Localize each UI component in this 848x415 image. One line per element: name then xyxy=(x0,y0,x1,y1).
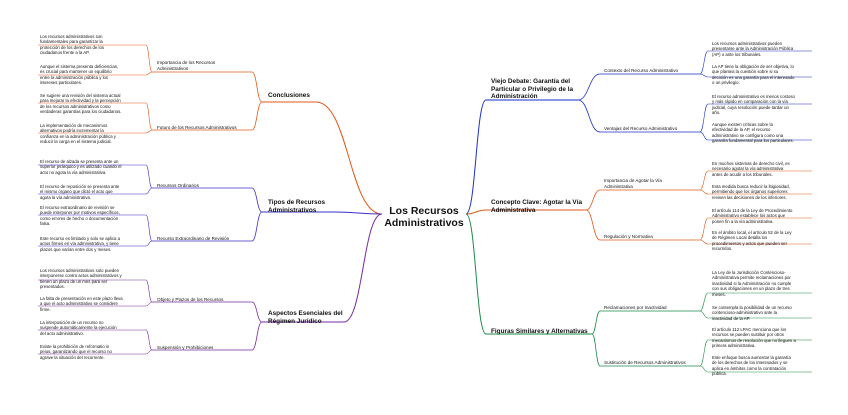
branch-viejo-debate[interactable]: Viejo Debate: Garantía del Particular o … xyxy=(491,78,574,101)
sub-importancia-agotar[interactable]: Importancia de Agotar la Vía Administrat… xyxy=(604,178,662,189)
connector-concepto-leaf1-0 xyxy=(699,217,709,241)
connector-root-viejo xyxy=(465,99,487,215)
leaf-conclusiones-4: La implementación de mecanismos alternat… xyxy=(40,123,116,145)
connector-aspectos-leaf1-0 xyxy=(145,329,153,351)
connector-root-concepto xyxy=(465,209,487,215)
connector-tipos-leaf1-0 xyxy=(145,214,153,242)
connector-aspectos-sub1 xyxy=(251,321,263,351)
connector-concepto-leaf0-0 xyxy=(699,170,709,191)
branch-aspectos[interactable]: Aspectos Esenciales del Régimen Jurídico xyxy=(268,310,343,325)
connector-figuras-leaf0-0 xyxy=(699,292,709,312)
sub-objeto-plazos[interactable]: Objeto y Plazos de los Recursos xyxy=(157,297,224,302)
leaf-tipos-4: Este recurso es limitado y solo se aplic… xyxy=(40,236,121,252)
leaf-tipos-3: El recurso extraordinario de revisión se… xyxy=(40,205,120,227)
leaf-conclusiones-3: Se sugiere una revisión del sistema actu… xyxy=(40,93,122,115)
connector-root-figuras xyxy=(465,213,487,335)
connector-conclusiones-leaf0-0 xyxy=(145,44,153,73)
connector-conclusiones-sub1 xyxy=(251,101,263,131)
sub-contexto-recurso[interactable]: Contexto del Recurso Administrativo xyxy=(604,68,679,73)
leaf-viejo-3: El recurso administrativo es menos costo… xyxy=(712,94,795,116)
connector-conclusiones-sub0 xyxy=(251,71,263,103)
leaf-aspectos-2: La falta de presentación en este plazo l… xyxy=(40,296,123,312)
branch-conclusiones[interactable]: Conclusiones xyxy=(268,92,310,99)
sub-ventajas-recurso[interactable]: Ventajas del Recurso Administrativo xyxy=(604,126,678,131)
leaf-aspectos-3: La interposición de un recurso no suspen… xyxy=(40,320,117,336)
connector-tipos-leaf0-1 xyxy=(145,187,153,195)
connector-figuras-sub0 xyxy=(591,310,601,335)
connector-tipos-sub1 xyxy=(251,211,263,242)
leaf-aspectos-4: Existe la prohibición de reformatio in p… xyxy=(40,344,112,360)
sub-futuro-recursos[interactable]: Futuro de los Recursos Administrativos xyxy=(157,125,237,130)
leaf-viejo-2: La AP tiene la obligación de ser objetiv… xyxy=(712,64,795,86)
connector-root-tipos xyxy=(333,211,383,215)
leaf-concepto-2: Esta medida busca reducir la litigiosida… xyxy=(712,184,790,200)
leaf-figuras-4: Este enfoque busca aumentar la garantía … xyxy=(712,355,791,377)
connector-viejo-sub0 xyxy=(577,73,601,101)
leaf-conclusiones-1: Los recursos administrativos son fundame… xyxy=(40,34,105,56)
connector-conclusiones-leaf1-0 xyxy=(145,102,153,131)
sub-recurso-extraordinario[interactable]: Recurso Extraordinario de Revisión xyxy=(157,236,230,241)
sub-regulacion-normativa[interactable]: Regulación y Normativa xyxy=(604,234,653,239)
connector-conclusiones-leaf0-1 xyxy=(145,71,153,76)
leaf-concepto-3: El artículo 114 de la Ley de Procedimien… xyxy=(712,208,793,224)
sub-recursos-ordinarios[interactable]: Recursos Ordinarios xyxy=(157,183,199,188)
connector-conclusiones-leaf1-1 xyxy=(145,129,153,134)
leaf-conclusiones-2: Aunque el sistema presenta deficiencias,… xyxy=(40,64,119,86)
leaf-concepto-4: En el ámbito local, el artículo 52 de la… xyxy=(712,230,792,252)
leaf-figuras-1: La Ley de la Jurisdicción Contencioso- A… xyxy=(712,270,792,297)
connector-viejo-leaf1-1 xyxy=(699,131,709,141)
connector-viejo-leaf0-1 xyxy=(699,73,709,78)
branch-figuras-similares[interactable]: Figuras Similares y Alternativas xyxy=(491,328,588,335)
sub-reclamaciones-inactividad[interactable]: Reclamaciones por Inactividad xyxy=(604,305,667,310)
connector-viejo-leaf1-0 xyxy=(699,103,709,133)
leaf-tipos-2: El recurso de reposición se presenta ant… xyxy=(40,184,120,200)
connector-aspectos-leaf0-1 xyxy=(145,301,153,307)
connector-viejo-sub1 xyxy=(577,99,601,133)
leaf-viejo-1: Los recursos administrativos pueden pres… xyxy=(712,41,794,57)
connector-aspectos-leaf0-0 xyxy=(145,279,153,303)
connector-tipos-sub0 xyxy=(251,187,263,213)
connector-root-conclusiones xyxy=(315,101,383,215)
leaf-viejo-4: Aunque existen críticas sobre la efectiv… xyxy=(712,122,794,144)
branch-concepto-clave[interactable]: Concepto Clave: Agotar la Vía Administra… xyxy=(491,199,583,214)
leaf-figuras-2: Se contempla la posibilidad de un recurs… xyxy=(712,305,792,321)
sub-importancia-recursos[interactable]: Importancia de los Recursos Administrati… xyxy=(157,60,216,71)
leaf-tipos-1: El recurso de alzada se presenta ante un… xyxy=(40,159,122,175)
sub-suspension-prohibiciones[interactable]: Suspensión y Prohibiciones xyxy=(157,345,214,350)
connector-concepto-sub1 xyxy=(585,209,601,241)
connector-tipos-leaf0-0 xyxy=(145,164,153,189)
connector-tipos-leaf1-1 xyxy=(145,240,153,247)
connector-root-aspectos xyxy=(343,213,383,323)
leaf-figuras-3: El artículo 112 LPAC menciona que los re… xyxy=(712,327,796,349)
connector-figuras-leaf1-0 xyxy=(699,339,709,367)
leaf-aspectos-1: Los recursos administrativos solo pueden… xyxy=(40,268,122,290)
sub-sustitucion-recursos[interactable]: Sustitución de Recursos Administrativos xyxy=(604,360,686,365)
root-topic[interactable]: Los Recursos Administrativos xyxy=(384,205,464,229)
connector-concepto-leaf0-1 xyxy=(699,189,709,195)
connector-aspectos-leaf1-1 xyxy=(145,349,153,355)
connector-figuras-leaf0-1 xyxy=(699,310,709,319)
connector-figuras-leaf1-1 xyxy=(699,365,709,373)
connector-concepto-sub0 xyxy=(585,189,601,211)
connector-concepto-leaf1-1 xyxy=(699,239,709,245)
branch-tipos[interactable]: Tipos de Recursos Administrativos xyxy=(268,199,326,214)
leaf-concepto-1: En muchos sistemas de derecho civil, es … xyxy=(712,161,790,177)
connector-figuras-sub1 xyxy=(591,333,601,367)
connector-aspectos-sub0 xyxy=(251,301,263,323)
connector-viejo-leaf0-0 xyxy=(699,50,709,75)
